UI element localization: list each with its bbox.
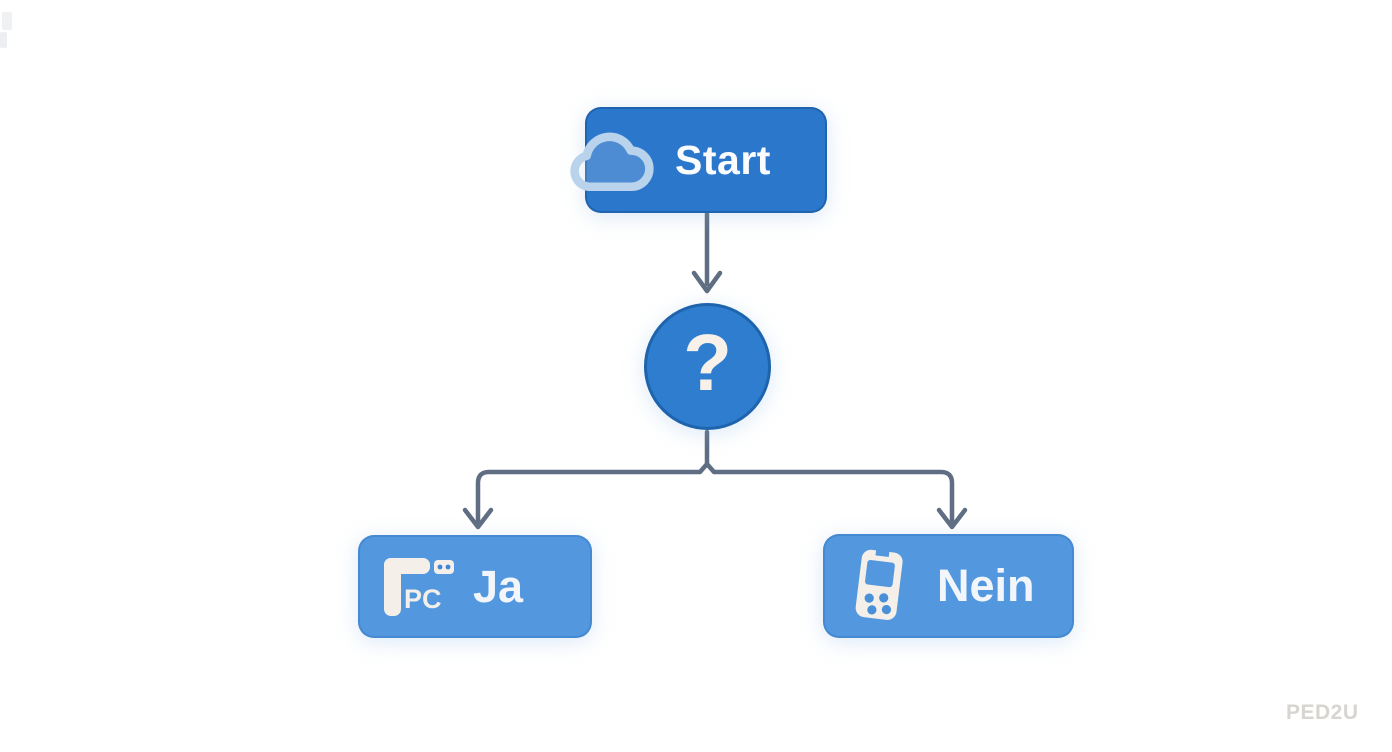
pc-vent-dot: [445, 564, 451, 569]
phone-screen: [865, 559, 895, 588]
pc-vent-dot: [437, 564, 443, 569]
arrow-start-to-decision: [691, 211, 723, 294]
phone-button: [879, 593, 889, 603]
arrow-to-no: [936, 507, 968, 530]
phone-notch: [875, 548, 890, 558]
start-node: Start: [570, 107, 827, 213]
mobile-phone-icon: [855, 548, 903, 620]
pc-side-bar: [384, 557, 401, 616]
artifact-mark: [0, 32, 7, 48]
phone-button: [881, 604, 892, 615]
start-label: Start: [675, 136, 771, 183]
pc-icon-text: PC: [404, 584, 442, 614]
decision-node: ?: [644, 303, 771, 430]
watermark: PED2U: [1286, 701, 1359, 724]
cloud-icon: [561, 125, 657, 201]
decision-label: ?: [683, 317, 732, 407]
desktop-pc-icon: PC: [384, 557, 454, 616]
artifact-mark: [2, 12, 12, 30]
yes-label: Ja: [473, 560, 524, 612]
phone-button: [867, 605, 877, 615]
phone-button: [864, 593, 874, 603]
pc-vent-block: [434, 559, 454, 574]
arrow-to-yes: [462, 507, 494, 530]
branch-connector: [475, 429, 955, 524]
yes-node: PC Ja: [358, 535, 592, 638]
no-node: Nein: [823, 534, 1074, 638]
no-label: Nein: [937, 560, 1035, 611]
